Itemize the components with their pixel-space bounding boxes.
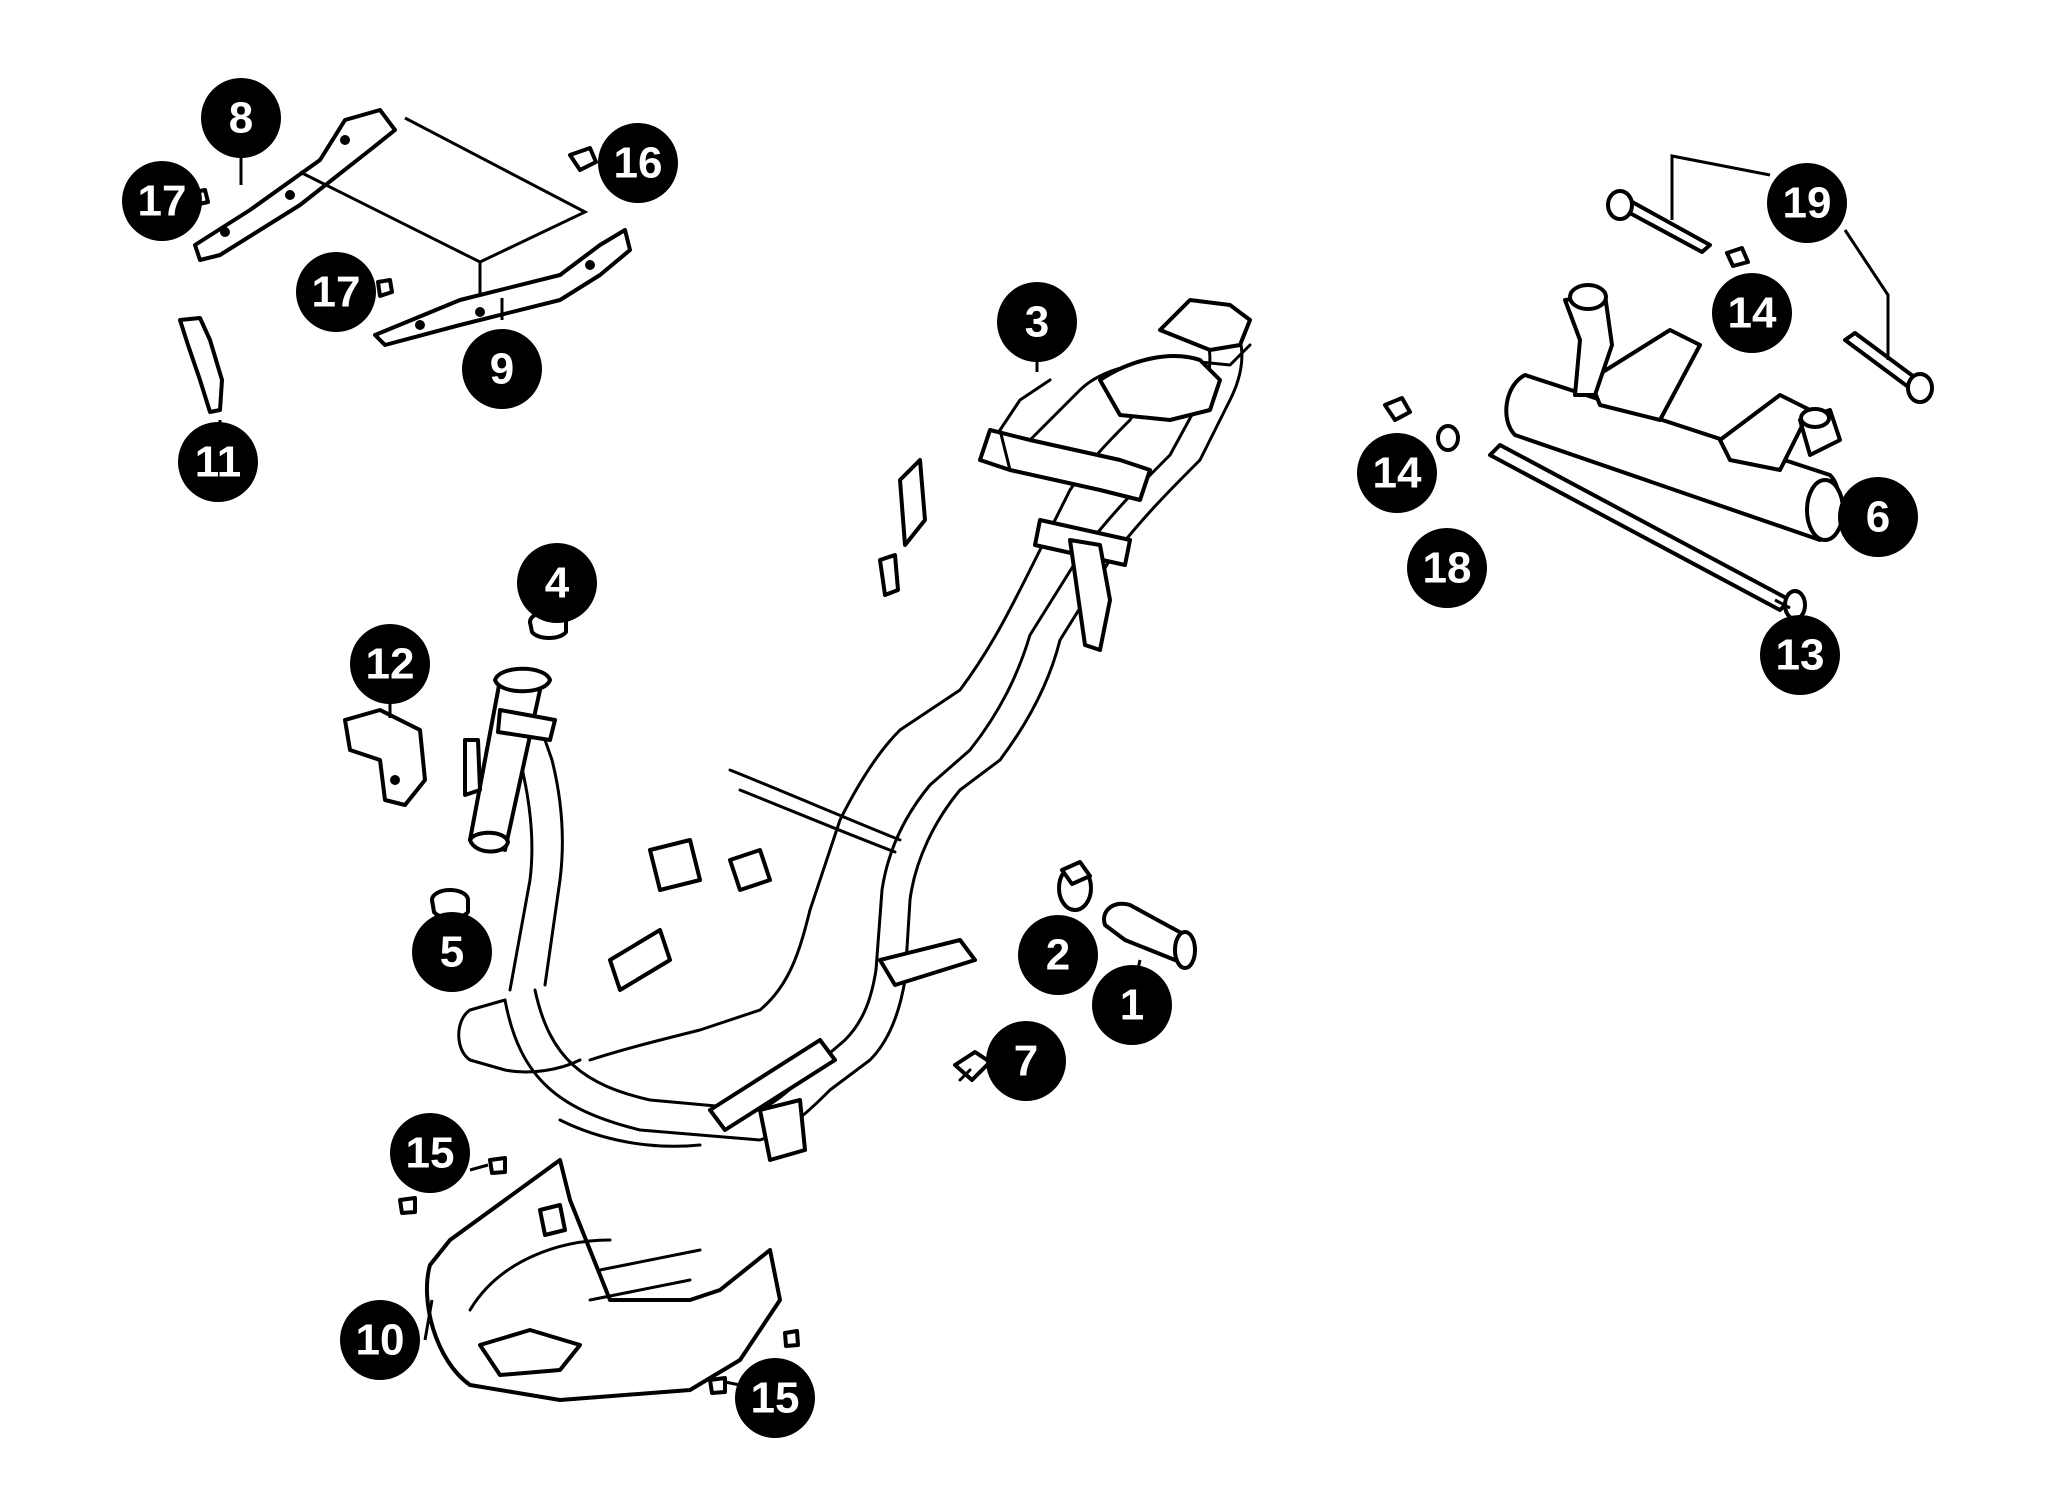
svg-text:17: 17 (138, 177, 187, 226)
callout-17-lower: 17 (296, 252, 376, 332)
svg-text:12: 12 (366, 640, 415, 689)
part-5-bearing-cup (430, 888, 470, 920)
main-frame (457, 298, 1252, 1162)
svg-text:11: 11 (195, 438, 242, 487)
part-11-bracket (178, 316, 224, 414)
part-14-nuts (1383, 246, 1750, 422)
part-7-clip (953, 1050, 992, 1082)
head-tube-assembly (463, 666, 557, 854)
svg-text:5: 5 (440, 928, 464, 977)
callout-3: 3 (997, 282, 1077, 362)
callout-14-upper: 14 (1712, 273, 1792, 353)
svg-text:16: 16 (614, 139, 663, 188)
svg-text:14: 14 (1373, 449, 1422, 498)
svg-text:13: 13 (1776, 631, 1825, 680)
svg-text:1: 1 (1120, 981, 1144, 1030)
svg-text:19: 19 (1783, 179, 1832, 228)
svg-text:7: 7 (1014, 1037, 1038, 1086)
callout-9: 9 (462, 329, 542, 409)
callout-17-upper: 17 (122, 161, 202, 241)
svg-text:10: 10 (356, 1316, 405, 1365)
part-19-bolts (1606, 154, 1934, 404)
part-18-washer (1436, 424, 1460, 452)
svg-text:4: 4 (545, 559, 570, 608)
callout-2: 2 (1018, 915, 1098, 995)
svg-text:8: 8 (229, 94, 253, 143)
callout-14-left: 14 (1357, 433, 1437, 513)
callout-6: 6 (1838, 477, 1918, 557)
svg-text:6: 6 (1866, 493, 1890, 542)
svg-text:2: 2 (1046, 931, 1070, 980)
part-10-under-cover (425, 1158, 782, 1402)
callout-8: 8 (201, 78, 281, 158)
part-2-clamp (1057, 860, 1093, 912)
part-17-screw-lower (376, 278, 394, 298)
callout-18: 18 (1407, 528, 1487, 608)
callout-19: 19 (1767, 163, 1847, 243)
callout-1: 1 (1092, 965, 1172, 1045)
callout-15-lower: 15 (735, 1358, 815, 1438)
bracket-assembly-outline (299, 116, 589, 295)
part-15-screws (398, 1156, 800, 1395)
svg-text:15: 15 (751, 1374, 800, 1423)
svg-text:3: 3 (1025, 298, 1049, 347)
callout-16: 16 (598, 123, 678, 203)
callout-10: 10 (340, 1300, 420, 1380)
callout-11: 11 (178, 422, 258, 502)
part-9-bracket (373, 228, 632, 347)
callout-4: 4 (517, 543, 597, 623)
part-1-rubber-grommet (1102, 901, 1197, 970)
svg-text:15: 15 (406, 1129, 455, 1178)
part-16-clip (568, 146, 598, 172)
svg-text:14: 14 (1728, 289, 1777, 338)
callout-5: 5 (412, 912, 492, 992)
callout-15-upper: 15 (390, 1113, 470, 1193)
svg-text:18: 18 (1423, 544, 1472, 593)
part-12-bracket (343, 708, 427, 807)
part-6-engine-mount (1504, 283, 1845, 542)
callout-7: 7 (986, 1021, 1066, 1101)
part-8-bracket (193, 108, 397, 262)
svg-text:17: 17 (312, 268, 361, 317)
svg-text:9: 9 (490, 345, 514, 394)
callout-12: 12 (350, 624, 430, 704)
callout-13: 13 (1760, 615, 1840, 695)
